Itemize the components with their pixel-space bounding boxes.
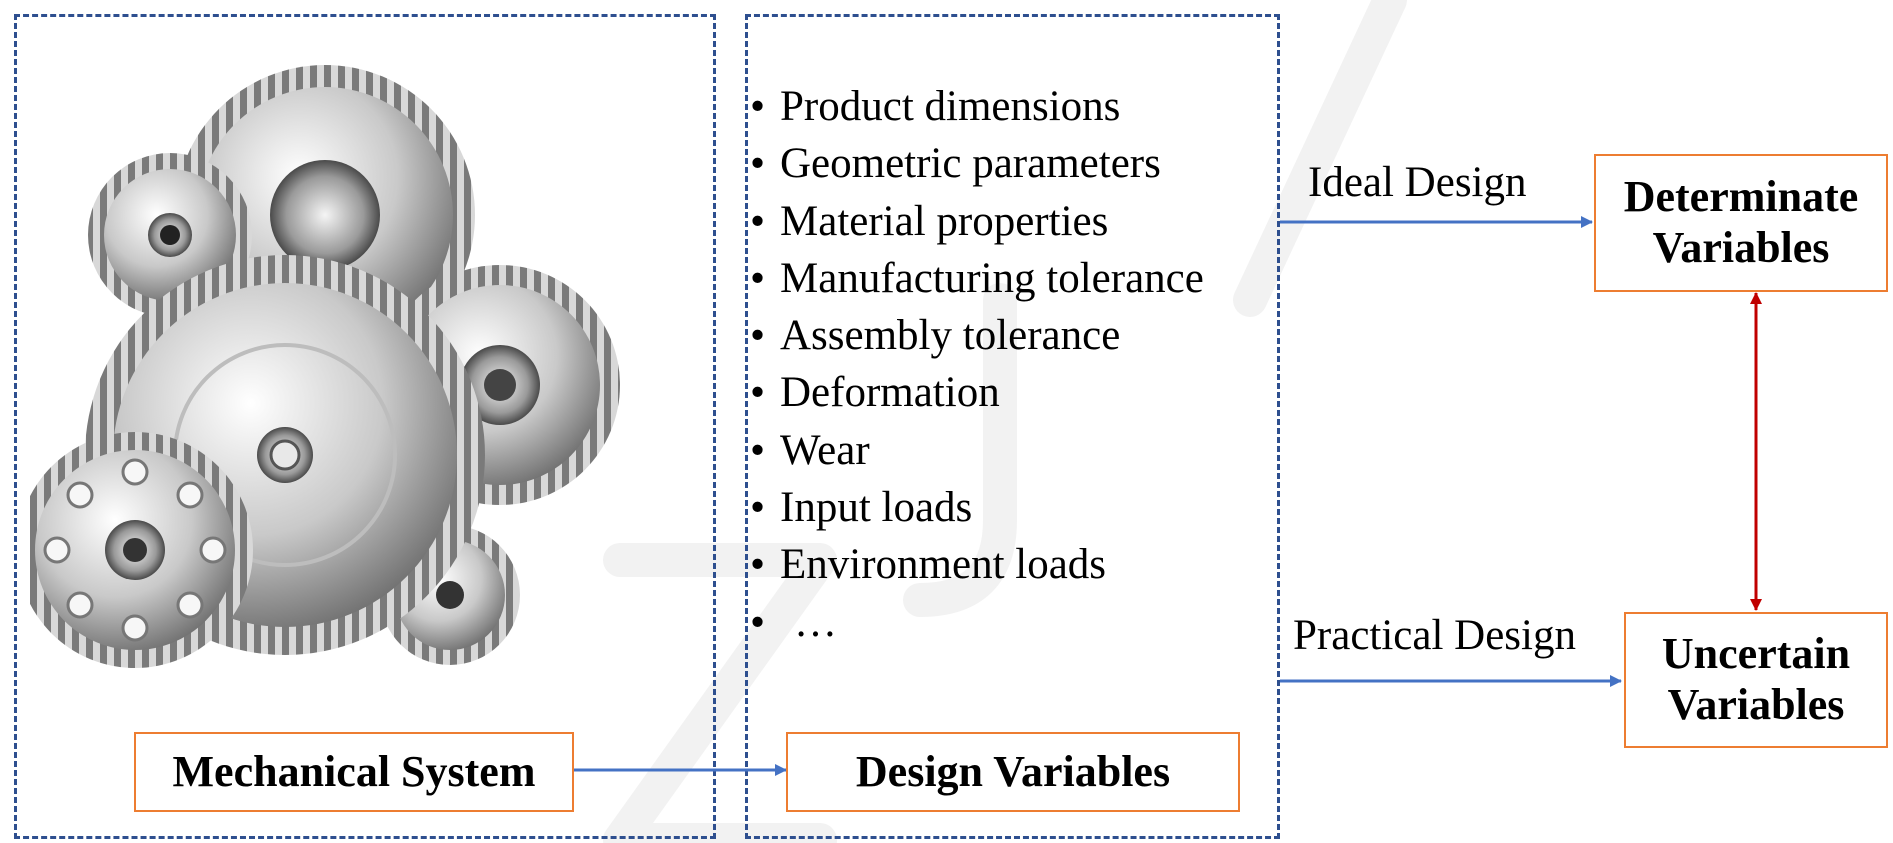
list-item: •Wear [750, 426, 870, 474]
uncertain-variables-box: Uncertain Variables [1624, 612, 1888, 748]
design-variables-panel [745, 14, 1280, 839]
list-item: •Manufacturing tolerance [750, 254, 1204, 302]
practical-design-label: Practical Design [1293, 612, 1576, 659]
list-item-text: Environment loads [780, 541, 1107, 589]
list-item-text: Assembly tolerance [780, 312, 1121, 360]
list-item: •… [750, 598, 837, 646]
ideal-design-label: Ideal Design [1308, 159, 1527, 206]
list-item-text: Manufacturing tolerance [780, 254, 1204, 302]
design-variables-box: Design Variables [786, 732, 1240, 812]
mechanical-system-label: Mechanical System [172, 746, 536, 796]
determinate-label-line1: Determinate [1623, 172, 1859, 222]
list-item-text: Geometric parameters [780, 140, 1161, 188]
list-item: •Assembly tolerance [750, 312, 1121, 360]
list-item: •Product dimensions [750, 83, 1121, 130]
list-item-text: Wear [780, 426, 870, 474]
list-item: •Material properties [750, 197, 1109, 245]
determinate-variables-box: Determinate Variables [1594, 154, 1888, 292]
list-item-text: Input loads [780, 484, 973, 532]
mechanical-system-panel [14, 14, 716, 839]
uncertain-label-line1: Uncertain [1661, 629, 1851, 679]
uncertain-label-line2: Variables [1667, 680, 1845, 729]
list-item: •Geometric parameters [750, 140, 1161, 188]
list-item: •Input loads [750, 484, 973, 532]
determinate-label-line2: Variables [1652, 223, 1830, 272]
mechanical-system-box: Mechanical System [134, 732, 574, 812]
list-item-text: Deformation [780, 369, 1000, 417]
list-item: •Environment loads [750, 541, 1107, 589]
list-item-text: … [794, 598, 837, 646]
list-item-text: Material properties [780, 197, 1109, 245]
variables-bullet-list: •Product dimensions •Geometric parameter… [750, 78, 1204, 651]
design-variables-label: Design Variables [855, 746, 1171, 796]
list-item-text: Product dimensions [780, 83, 1121, 130]
list-item: •Deformation [750, 369, 1000, 417]
gear-bottom-left-icon [30, 432, 253, 668]
gears-illustration [30, 65, 620, 668]
